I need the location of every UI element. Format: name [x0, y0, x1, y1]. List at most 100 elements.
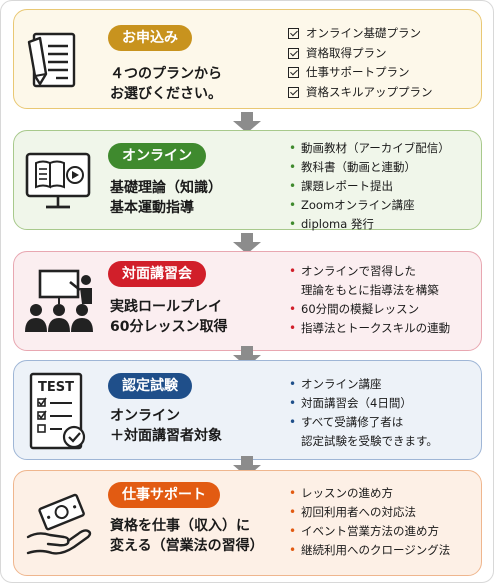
- in-person-item: • オンラインで習得した: [289, 262, 450, 281]
- plan-item: 仕事サポートプラン: [288, 63, 433, 83]
- checkbox-icon: [288, 67, 299, 79]
- online-item: • 教科書（動画と連動）: [289, 158, 450, 177]
- plan-label: 仕事サポートプラン: [306, 65, 410, 79]
- plan-checklist: オンライン基礎プラン 資格取得プラン 仕事サポートプラン 資格スキルアッププラン: [288, 24, 433, 102]
- bullet-icon: •: [289, 396, 297, 410]
- bullet-icon: •: [289, 505, 297, 519]
- checkbox-icon: [288, 47, 299, 59]
- online-description: 基礎理論（知識） 基本運動指導: [110, 178, 222, 218]
- application-desc-line: ４つのプランから: [110, 66, 222, 82]
- hand-money-icon: [26, 493, 92, 555]
- bullet-icon: •: [289, 321, 297, 335]
- exam-item: • オンライン講座: [289, 375, 438, 394]
- flow-arrow-icon: [233, 456, 261, 477]
- online-item-label: 教科書（動画と連動）: [301, 160, 416, 174]
- online-item-label: diploma 発行: [301, 217, 374, 231]
- exam-title-pill: 認定試験: [108, 373, 192, 399]
- monitor-video-icon: [25, 152, 91, 209]
- exam-item-label: オンライン講座: [301, 377, 382, 391]
- in-person-description: 実践ロールプレイ 60分レッスン取得: [110, 297, 227, 337]
- support-card: 仕事サポート 資格を仕事（収入）に 変える（営業法の習得） • レッスンの進め方 …: [13, 470, 482, 576]
- in-person-item-label: 60分間の模擬レッスン: [301, 302, 420, 316]
- bullet-icon: •: [289, 524, 297, 538]
- exam-item-label: 認定試験を受験できます。: [301, 434, 438, 448]
- online-title-pill: オンライン: [108, 143, 206, 169]
- exam-desc-line: オンライン: [110, 408, 180, 424]
- in-person-item: • 指導法とトークスキルの連動: [289, 319, 450, 338]
- support-item-label: 継続利用へのクロージング法: [301, 543, 451, 557]
- exam-item: •すべて受講修了者は: [289, 413, 438, 432]
- support-item: • イベント営業方法の進め方: [289, 522, 450, 541]
- support-title-pill: 仕事サポート: [108, 482, 220, 508]
- bullet-icon: •: [289, 179, 297, 193]
- exam-description: オンライン ＋対面講習者対象: [110, 406, 222, 446]
- online-desc-line: 基本運動指導: [110, 200, 194, 216]
- support-item-label: レッスンの進め方: [301, 486, 393, 500]
- application-description: ４つのプランから お選びください。: [110, 64, 222, 104]
- flow-arrow-icon: [233, 346, 261, 367]
- exam-item-label: すべて受講修了者は: [301, 415, 404, 429]
- document-pen-icon: [27, 32, 76, 88]
- online-item: • 動画教材（アーカイブ配信）: [289, 139, 450, 158]
- support-item: • レッスンの進め方: [289, 484, 450, 503]
- exam-desc-line: ＋対面講習者対象: [110, 428, 222, 444]
- plan-item: 資格取得プラン: [288, 44, 433, 64]
- exam-item-label: 対面講習会（4日間）: [301, 396, 412, 410]
- application-card: お申込み ４つのプランから お選びください。 オンライン基礎プラン 資格取得プラ…: [13, 9, 482, 109]
- online-desc-line: 基礎理論（知識）: [110, 180, 222, 196]
- plan-item: オンライン基礎プラン: [288, 24, 433, 44]
- in-person-item-label: 指導法とトークスキルの連動: [301, 321, 451, 335]
- in-person-item-label: 理論をもとに指導法を構築: [301, 283, 439, 297]
- support-desc-line: 変える（営業法の習得）: [110, 538, 264, 554]
- exam-item-list: • オンライン講座 • 対面講習会（4日間） •すべて受講修了者は 認定試験を受験で…: [289, 375, 438, 451]
- support-item-label: イベント営業方法の進め方: [301, 524, 439, 538]
- online-item-label: Zoomオンライン講座: [301, 198, 415, 212]
- bullet-icon: •: [289, 302, 297, 316]
- application-title-pill: お申込み: [108, 25, 192, 51]
- flow-arrow-icon: [233, 112, 261, 133]
- bullet-icon: •: [289, 264, 297, 278]
- support-item: • 初回利用者への対応法: [289, 503, 450, 522]
- support-item-label: 初回利用者への対応法: [301, 505, 416, 519]
- in-person-item: • 60分間の模擬レッスン: [289, 300, 450, 319]
- in-person-item-label: オンラインで習得した: [301, 264, 416, 278]
- bullet-icon: •: [289, 141, 297, 155]
- plan-label: オンライン基礎プラン: [306, 26, 421, 40]
- online-item: • Zoomオンライン講座: [289, 196, 450, 215]
- checkbox-icon: [288, 28, 299, 40]
- test-icon-label: TEST: [38, 380, 74, 395]
- lecture-audience-icon: [25, 269, 93, 332]
- exam-item: • 対面講習会（4日間）: [289, 394, 438, 413]
- online-item: • 課題レポート提出: [289, 177, 450, 196]
- plan-item: 資格スキルアッププラン: [288, 83, 433, 103]
- test-checklist-icon: TEST: [29, 372, 86, 450]
- in-person-card: 対面講習会 実践ロールプレイ 60分レッスン取得 • オンラインで習得した 理論を…: [13, 251, 482, 351]
- exam-item-continued: 認定試験を受験できます。: [289, 432, 438, 451]
- in-person-item-list: • オンラインで習得した 理論をもとに指導法を構築 • 60分間の模擬レッスン • 指…: [289, 262, 450, 338]
- exam-card: TEST 認定試験 オンライン ＋対面講習者対象 • オンライン講座 • 対面講習会…: [13, 360, 482, 460]
- in-person-desc-line: 実践ロールプレイ: [110, 299, 222, 315]
- in-person-item-continued: 理論をもとに指導法を構築: [289, 281, 450, 300]
- bullet-icon: •: [289, 160, 297, 174]
- online-item: • diploma 発行: [289, 215, 450, 234]
- bullet-icon: •: [289, 217, 297, 231]
- bullet-icon: •: [289, 486, 297, 500]
- online-item-label: 課題レポート提出: [301, 179, 393, 193]
- online-item-list: • 動画教材（アーカイブ配信） • 教科書（動画と連動） • 課題レポート提出 • Zo…: [289, 139, 450, 234]
- online-item-label: 動画教材（アーカイブ配信）: [301, 141, 450, 155]
- support-description: 資格を仕事（収入）に 変える（営業法の習得）: [110, 516, 264, 556]
- application-desc-line: お選びください。: [110, 86, 222, 102]
- support-item-list: • レッスンの進め方 • 初回利用者への対応法 • イベント営業方法の進め方 • 継続利…: [289, 484, 450, 560]
- support-item: • 継続利用へのクロージング法: [289, 541, 450, 560]
- support-desc-line: 資格を仕事（収入）に: [110, 518, 250, 534]
- bullet-icon: •: [289, 377, 297, 391]
- checkbox-icon: [288, 86, 299, 98]
- in-person-title-pill: 対面講習会: [108, 261, 206, 287]
- plan-label: 資格スキルアッププラン: [306, 84, 433, 99]
- plan-label: 資格取得プラン: [306, 45, 387, 60]
- flow-arrow-icon: [233, 233, 261, 254]
- in-person-desc-line: 60分レッスン取得: [110, 319, 228, 335]
- bullet-icon: •: [289, 198, 297, 212]
- bullet-icon: •: [289, 543, 297, 557]
- online-card: オンライン 基礎理論（知識） 基本運動指導 • 動画教材（アーカイブ配信） • 教科…: [13, 130, 482, 231]
